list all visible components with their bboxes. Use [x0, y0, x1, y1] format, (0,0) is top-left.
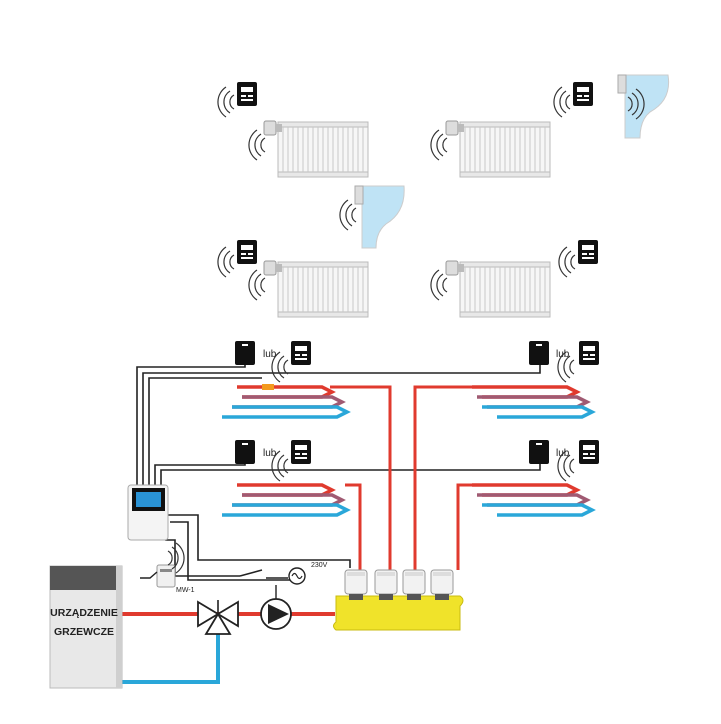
boiler-label-line2: GRZEWCZE	[54, 626, 114, 638]
wireless-thermostat-icon	[237, 240, 257, 264]
window-sensor-icon	[617, 74, 670, 139]
controller-screen	[136, 492, 161, 507]
radiator-room-2	[430, 74, 670, 178]
wireless-signal-icon	[553, 86, 571, 118]
wireless-signal-icon	[430, 269, 448, 301]
zone-thermostats: lub lub lub lub	[235, 341, 599, 482]
boiler: URZĄDZENIE GRZEWCZE	[49, 565, 123, 689]
wireless-thermostat-icon	[579, 440, 599, 464]
power-supply: 230V	[288, 562, 328, 585]
wireless-signal-icon	[339, 199, 357, 231]
wireless-signal-icon	[558, 246, 576, 278]
voltage-label: 230V	[311, 562, 328, 569]
floor-loop-icon	[470, 385, 594, 419]
floor-loops	[220, 384, 594, 517]
wireless-signal-icon	[217, 86, 235, 118]
zone-4-thermostats: lub	[529, 440, 599, 482]
radiator-fins	[464, 127, 546, 172]
wireless-signal-icon	[248, 129, 266, 161]
mw1-module: MW-1	[140, 542, 195, 594]
sensor-icon	[262, 384, 274, 390]
or-label: lub	[263, 448, 277, 459]
wired-thermostat-icon	[529, 440, 549, 464]
radiator-room-1	[217, 82, 369, 178]
three-way-valve	[197, 600, 239, 635]
wireless-thermostat-icon	[578, 240, 598, 264]
wireless-signal-icon	[217, 246, 235, 278]
pump-icon	[260, 585, 292, 630]
radiator-room-3	[217, 240, 369, 318]
wired-thermostat-icon	[529, 341, 549, 365]
or-label: lub	[263, 349, 277, 360]
radiator-room-4	[430, 240, 598, 318]
wireless-signal-icon	[430, 129, 448, 161]
wired-thermostat-icon	[235, 440, 255, 464]
wireless-thermostat-icon	[237, 82, 257, 106]
radiator-fins	[282, 127, 364, 172]
supply-pipes	[330, 385, 472, 570]
boiler-label-line1: URZĄDZENIE	[50, 607, 118, 619]
radiator-fins	[282, 267, 364, 312]
radiator-fins	[464, 267, 546, 312]
floor-loop-icon	[220, 385, 349, 419]
wireless-thermostat-icon	[291, 440, 311, 464]
zone-1-thermostats: lub	[235, 341, 311, 383]
wireless-thermostat-icon	[291, 341, 311, 365]
control-wires	[136, 360, 541, 581]
wireless-thermostat-icon	[579, 341, 599, 365]
floor-loop-icon	[470, 483, 594, 517]
window-icon	[361, 185, 405, 249]
wireless-thermostat-icon	[573, 82, 593, 106]
module-label: MW-1	[176, 587, 195, 594]
wired-thermostat-icon	[235, 341, 255, 365]
wireless-signal-icon	[248, 269, 266, 301]
zone-2-thermostats: lub	[529, 341, 599, 383]
manifold	[333, 569, 464, 631]
window-sensor-center	[339, 185, 405, 249]
zone-3-thermostats: lub	[235, 440, 311, 482]
floor-loop-icon	[220, 483, 349, 517]
controller-unit	[127, 484, 169, 541]
main-pipes	[120, 612, 335, 684]
